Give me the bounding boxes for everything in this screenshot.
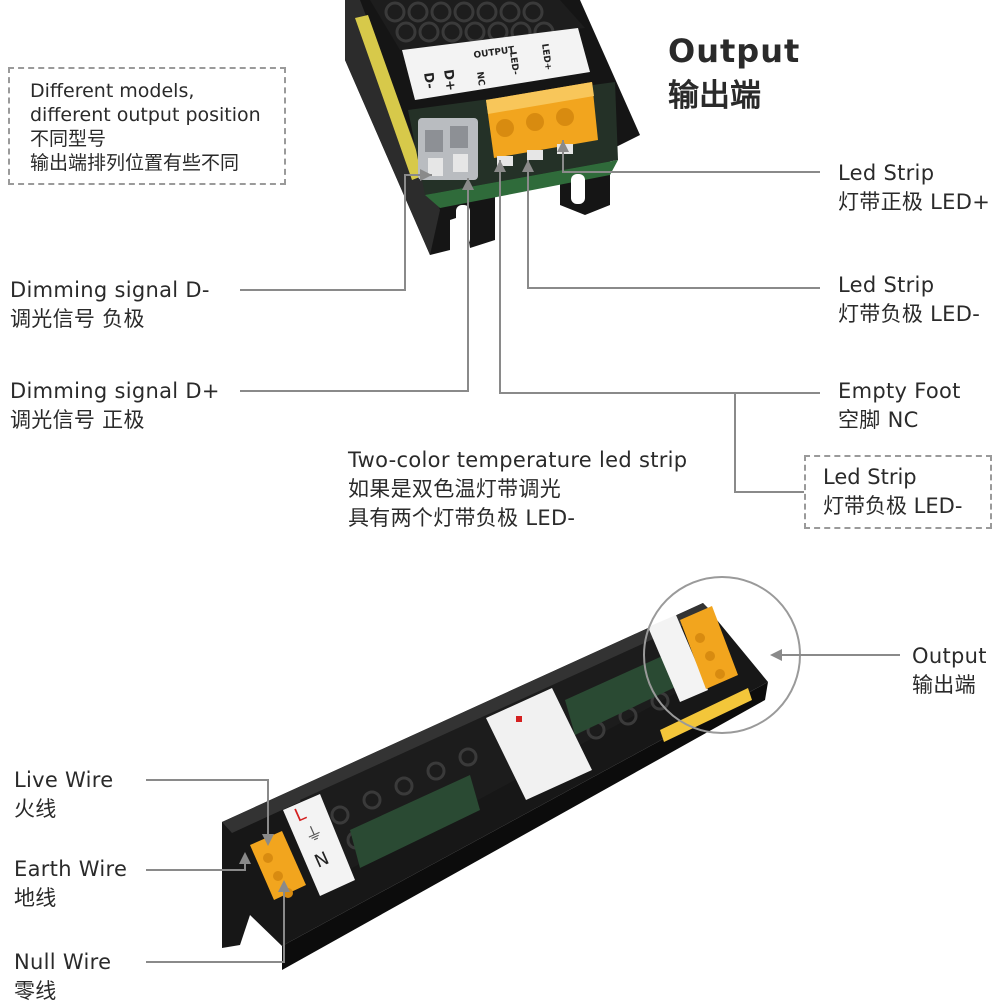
callout-live-wire: Live Wire 火线 [14, 766, 114, 824]
callout-cn: 具有两个灯带负极 LED- [348, 506, 576, 530]
panel-d-minus-text: D- [420, 71, 437, 89]
callout-en: Led Strip [823, 465, 917, 489]
callout-en: Two-color temperature led strip [348, 448, 688, 472]
callout-en: Led Strip [838, 161, 935, 185]
callout-en: Null Wire [14, 950, 112, 974]
model-note-box: Different models, different output posit… [8, 67, 286, 185]
callout-cn: 调光信号 正极 [10, 408, 145, 432]
power-supply-top-photo [345, 0, 640, 255]
callout-cn: 零线 [14, 979, 57, 1003]
callout-en: Led Strip [838, 273, 935, 297]
panel-d-plus-text: D+ [440, 68, 458, 92]
callout-cn: 灯带负极 LED- [823, 494, 963, 518]
callout-earth-wire: Earth Wire 地线 [14, 855, 127, 913]
callout-cn: 输出端 [912, 673, 976, 697]
callout-output-bottom: Output 输出端 [912, 642, 987, 700]
callout-led-minus: Led Strip 灯带负极 LED- [838, 271, 980, 329]
callout-cn: 地线 [14, 886, 57, 910]
callout-cn: 灯带正极 LED+ [838, 190, 991, 214]
callout-en: Live Wire [14, 768, 114, 792]
output-title: Output [668, 32, 801, 70]
callout-empty-foot: Empty Foot 空脚 NC [838, 377, 961, 435]
output-subtitle: 输出端 [668, 78, 761, 114]
callout-cn: 灯带负极 LED- [838, 302, 981, 326]
panel-nc-text: NC [474, 71, 486, 87]
callout-en: Output [912, 644, 987, 668]
callout-en: Dimming signal D+ [10, 379, 220, 403]
callout-led-minus-alt: Led Strip 灯带负极 LED- [804, 455, 992, 529]
callout-cn: 如果是双色温灯带调光 [348, 477, 561, 501]
callout-dimming-minus: Dimming signal D- 调光信号 负极 [10, 276, 210, 334]
callout-led-plus: Led Strip 灯带正极 LED+ [838, 159, 990, 217]
callout-lines-top [240, 140, 820, 493]
callout-en: Empty Foot [838, 379, 961, 403]
panel-led-plus-text: LED+ [539, 43, 553, 71]
callout-cn: 空脚 NC [838, 408, 919, 432]
callout-cn: 调光信号 负极 [10, 307, 145, 331]
callout-dimming-plus: Dimming signal D+ 调光信号 正极 [10, 377, 220, 435]
note-line: Different models, [30, 80, 195, 102]
note-line: 输出端排列位置有些不同 [30, 152, 240, 174]
callout-arrowheads-top [420, 140, 569, 190]
callout-en: Earth Wire [14, 857, 128, 881]
callout-cn: 火线 [14, 797, 57, 821]
callout-null-wire: Null Wire 零线 [14, 948, 111, 1006]
callout-en: Dimming signal D- [10, 278, 210, 302]
power-supply-bottom-photo [222, 603, 768, 970]
note-line: 不同型号 [30, 128, 107, 150]
callout-two-color: Two-color temperature led strip 如果是双色温灯带… [348, 446, 687, 533]
callout-arrowheads-bottom [239, 649, 782, 892]
panel-led-minus-text: LED- [507, 51, 520, 76]
note-line: different output position [30, 104, 261, 126]
